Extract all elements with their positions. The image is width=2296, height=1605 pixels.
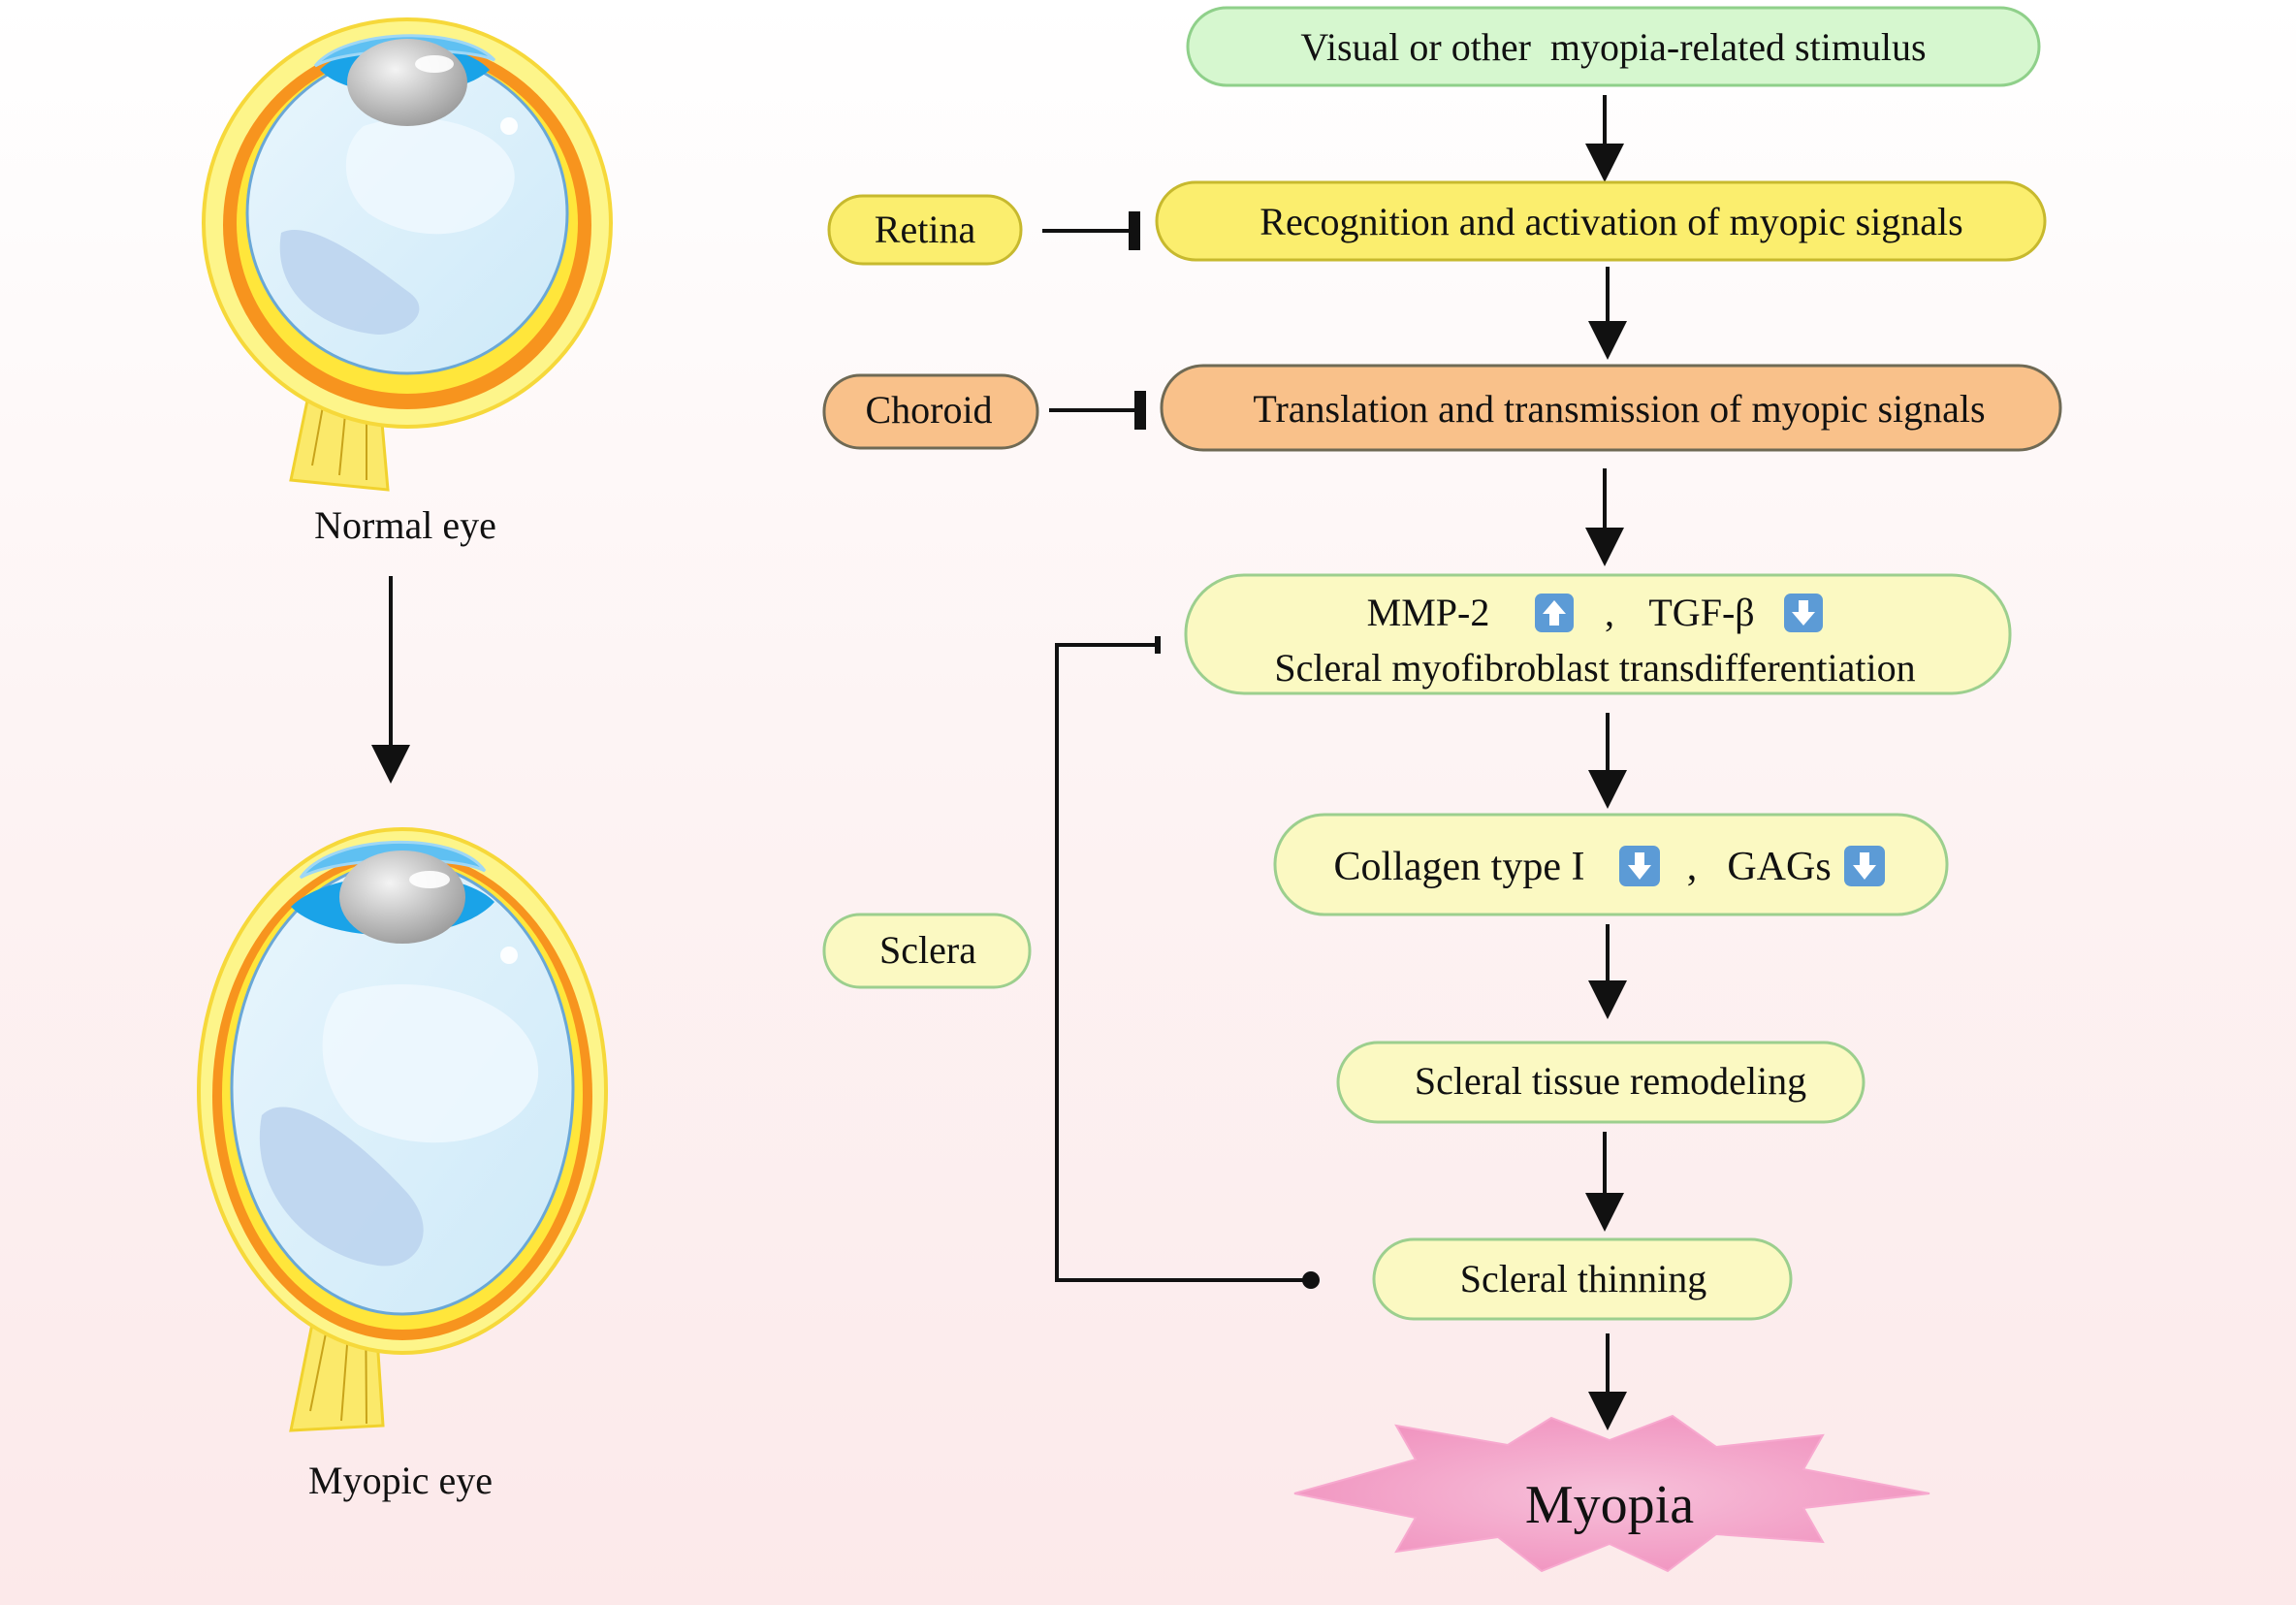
- stimulus-text: Visual or other myopia-related stimulus: [1300, 25, 1926, 69]
- sclera-label: Sclera: [879, 928, 976, 972]
- remodeling-text: Scleral tissue remodeling: [1415, 1059, 1806, 1103]
- recognition-text: Recognition and activation of myopic sig…: [1260, 200, 1962, 243]
- normal-eye-label: Normal eye: [314, 503, 496, 547]
- myopia-starburst: Myopia: [1293, 1414, 1930, 1573]
- retina-label: Retina: [875, 208, 976, 251]
- collagen-gags-comma: ,: [1687, 845, 1698, 889]
- thinning-text: Scleral thinning: [1460, 1257, 1706, 1300]
- sclera-bracket-tbar: [1155, 636, 1161, 654]
- transdiff-box: MMP-2 , TGF-β Scleral myofibroblast tran…: [1184, 573, 2012, 695]
- recognition-box: Recognition and activation of myopic sig…: [1155, 180, 2047, 262]
- stimulus-box: Visual or other myopia-related stimulus: [1186, 6, 2041, 87]
- mmp2-tgfb-comma: ,: [1605, 591, 1614, 634]
- retina-node: Retina: [827, 194, 1023, 266]
- collagen-box: Collagen type I , GAGs: [1273, 813, 1949, 916]
- choroid-node: Choroid: [822, 373, 1039, 450]
- mmp2-up-arrow-icon: [1535, 594, 1574, 632]
- transdiff-text: Scleral myofibroblast transdifferentiati…: [1274, 646, 1915, 690]
- sclera-bracket-connector: [1055, 643, 1304, 1282]
- myopic-eye-label: Myopic eye: [308, 1459, 493, 1502]
- sclera-bracket-dot: [1302, 1271, 1320, 1289]
- sclera-node: Sclera: [822, 913, 1032, 989]
- gags-text: GAGs: [1727, 845, 1831, 889]
- translation-box: Translation and transmission of myopic s…: [1160, 364, 2062, 452]
- collagen-down-arrow-icon: [1619, 846, 1660, 886]
- tgfb-text: TGF-β: [1648, 591, 1754, 634]
- tgfb-down-arrow-icon: [1784, 594, 1823, 632]
- gags-down-arrow-icon: [1844, 846, 1885, 886]
- normal-eye-illustration: [202, 17, 613, 492]
- collagen-text: Collagen type I: [1334, 845, 1585, 889]
- translation-text: Translation and transmission of myopic s…: [1253, 387, 1985, 431]
- myopic-eye-illustration: [197, 827, 608, 1432]
- remodeling-box: Scleral tissue remodeling: [1336, 1041, 1866, 1124]
- thinning-box: Scleral thinning: [1372, 1237, 1793, 1321]
- choroid-label: Choroid: [865, 388, 992, 432]
- myopia-text: Myopia: [1525, 1475, 1694, 1535]
- mmp2-text: MMP-2: [1367, 591, 1490, 634]
